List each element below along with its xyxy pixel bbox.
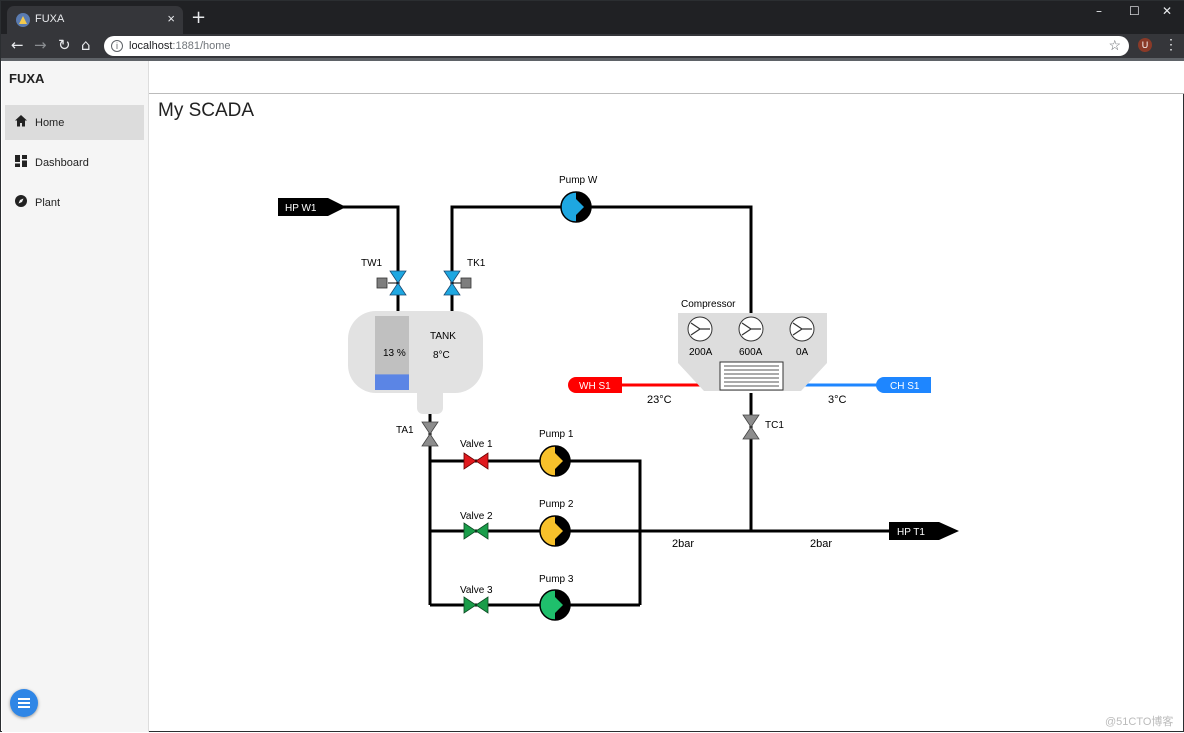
browser-titlebar: FUXA × + – ☐ ✕ [1, 1, 1184, 34]
wh-s1-label: WH S1 [579, 381, 611, 392]
app-brand: FUXA [9, 71, 45, 86]
tank-level-fill [375, 374, 409, 390]
forward-arrow-icon[interactable]: → [34, 36, 47, 54]
tank[interactable]: 13 % TANK 8°C [348, 311, 483, 414]
reload-icon[interactable]: ↻ [58, 36, 71, 54]
ch-s1-label: CH S1 [890, 381, 920, 392]
compressor-label: Compressor [681, 299, 736, 310]
valve-1[interactable] [463, 452, 489, 470]
tank-label: TANK [430, 331, 456, 342]
pump-w[interactable] [560, 191, 592, 223]
info-icon[interactable]: i [111, 40, 123, 52]
hp-w1-label: HP W1 [285, 203, 317, 214]
pump-3-label: Pump 3 [539, 574, 574, 585]
ch-s1-tag[interactable]: CH S1 [876, 377, 931, 393]
back-arrow-icon[interactable]: ← [11, 36, 24, 54]
app-header [149, 61, 1184, 94]
tab-title: FUXA [35, 13, 65, 25]
wh-s1-tag[interactable]: WH S1 [568, 377, 622, 393]
ta1-label: TA1 [396, 425, 414, 436]
page-title: My SCADA [158, 100, 255, 121]
fan-icon-1 [687, 316, 713, 342]
address-bar[interactable]: i localhost:1881/home ☆ [104, 36, 1129, 56]
pressure-left: 2bar [672, 538, 694, 550]
valve-tc1[interactable] [742, 414, 760, 440]
fan-current-2: 600A [739, 347, 763, 358]
close-window-button[interactable]: ✕ [1162, 4, 1173, 18]
valve-3-label: Valve 3 [460, 585, 493, 596]
profile-avatar[interactable]: U [1138, 38, 1152, 52]
browser-toolbar: ← → ↻ ⌂ i localhost:1881/home ☆ U ⋮ [1, 34, 1184, 58]
valve-2[interactable] [463, 522, 489, 540]
valve-ta1[interactable] [421, 421, 439, 447]
home-icon [15, 115, 27, 127]
sidebar-item-label: Plant [35, 197, 61, 209]
browser-tab[interactable]: FUXA × [7, 6, 183, 34]
sidebar-item-dashboard[interactable]: Dashboard [5, 145, 144, 180]
toolbar-divider [1, 58, 1184, 61]
fan-current-1: 200A [689, 347, 713, 358]
sidebar-item-home[interactable]: Home [5, 105, 144, 140]
tab-close-icon[interactable]: × [167, 11, 175, 26]
dashboard-icon [15, 155, 27, 167]
hp-w1-arrow[interactable]: HP W1 [278, 198, 346, 216]
tank-level-text: 13 % [383, 348, 406, 359]
app-sidebar: FUXA Home Dashboard Plant [2, 61, 149, 732]
hp-t1-arrow[interactable]: HP T1 [889, 522, 959, 540]
tank-temperature: 8°C [433, 350, 450, 361]
valve-3[interactable] [463, 596, 489, 614]
pump-2[interactable] [539, 515, 571, 547]
valve-2-label: Valve 2 [460, 511, 493, 522]
sidebar-item-plant[interactable]: Plant [5, 185, 144, 220]
fan-current-3: 0A [796, 347, 809, 358]
hot-temperature: 23°C [647, 394, 672, 406]
valve-tk1[interactable] [443, 270, 472, 296]
tk1-label: TK1 [467, 258, 486, 269]
url-text: localhost:1881/home [129, 40, 231, 52]
url-path: :1881/home [172, 40, 231, 52]
valve-tw1[interactable] [376, 270, 407, 296]
compressor[interactable]: 200A 600A 0A [678, 313, 827, 391]
pump-w-label: Pump W [559, 175, 598, 186]
watermark: @51CTO博客 [1105, 716, 1174, 728]
bookmark-star-icon[interactable]: ☆ [1108, 37, 1121, 53]
fan-icon-3 [789, 316, 815, 342]
heat-exchanger [724, 365, 779, 387]
fuxa-favicon-icon [16, 13, 30, 27]
url-host: localhost [129, 40, 173, 52]
pump-1-label: Pump 1 [539, 429, 574, 440]
tc1-label: TC1 [765, 420, 784, 431]
minimize-button[interactable]: – [1096, 4, 1102, 18]
menu-fab-button[interactable] [10, 689, 38, 717]
home-icon[interactable]: ⌂ [81, 36, 91, 54]
browser-menu-icon[interactable]: ⋮ [1164, 36, 1178, 52]
sidebar-item-label: Dashboard [35, 157, 89, 169]
compass-icon [15, 195, 27, 207]
new-tab-button[interactable]: + [191, 7, 207, 28]
pump-3[interactable] [539, 589, 571, 621]
maximize-button[interactable]: ☐ [1129, 4, 1140, 18]
pump-2-label: Pump 2 [539, 499, 574, 510]
pump-1[interactable] [539, 445, 571, 477]
hp-t1-label: HP T1 [897, 527, 925, 538]
sidebar-item-label: Home [35, 117, 65, 129]
valve-1-label: Valve 1 [460, 439, 493, 450]
tw1-label: TW1 [361, 258, 383, 269]
cold-temperature: 3°C [828, 394, 847, 406]
pressure-right: 2bar [810, 538, 832, 550]
fan-icon-2 [738, 316, 764, 342]
